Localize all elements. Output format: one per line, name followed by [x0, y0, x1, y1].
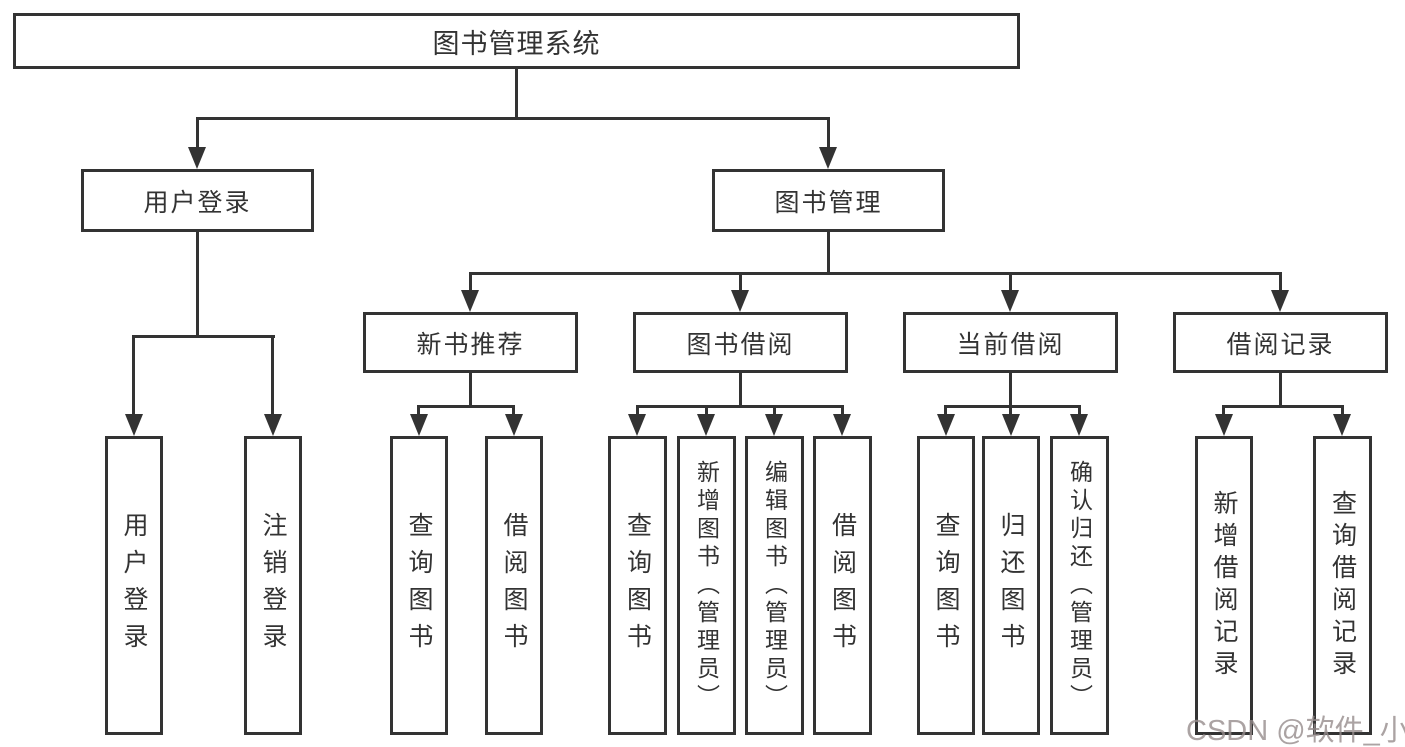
node-current-borrow: 当前借阅: [903, 312, 1118, 373]
connector-line: [773, 405, 776, 416]
csdn-watermark: CSDN @软件_小贺同学: [1186, 715, 1405, 747]
connector-line: [636, 405, 844, 408]
node-book-management: 图书管理: [712, 169, 945, 232]
arrow-down-icon: [125, 414, 143, 436]
arrow-down-icon: [264, 414, 282, 436]
connector-line: [469, 373, 472, 408]
node-user-login-action: 用户登录: [105, 436, 163, 735]
node-recommend-query-books-label: 查询图书: [405, 511, 433, 660]
connector-line: [1279, 373, 1282, 408]
node-borrow-query-books-label: 查询图书: [623, 511, 652, 660]
arrow-down-icon: [833, 414, 851, 436]
node-recommend-borrow-books-label: 借阅图书: [500, 511, 528, 660]
connector-line: [1222, 405, 1344, 408]
connector-line: [196, 232, 199, 337]
node-borrow-query-books: 查询图书: [608, 436, 667, 735]
node-library-system: 图书管理系统: [13, 13, 1020, 69]
connector-line: [417, 405, 420, 416]
node-borrow-records-label: 借阅记录: [1226, 330, 1335, 359]
arrow-down-icon: [1333, 414, 1351, 436]
connector-line: [271, 335, 274, 416]
node-query-borrow-record: 查询借阅记录: [1313, 436, 1372, 735]
arrow-down-icon: [410, 414, 428, 436]
connector-line: [512, 405, 515, 416]
arrow-down-icon: [731, 290, 749, 312]
node-user-login-label: 用户登录: [143, 188, 252, 217]
node-user-login-action-label: 用户登录: [120, 511, 148, 660]
connector-line: [739, 272, 742, 290]
connector-line: [636, 405, 639, 416]
node-book-management-label: 图书管理: [774, 188, 883, 217]
node-logout-action-label: 注销登录: [259, 511, 287, 660]
arrow-down-icon: [1002, 414, 1020, 436]
node-add-books-admin-label: 新增图书（管理员）: [693, 459, 720, 712]
connector-line: [1009, 272, 1012, 290]
connector-line: [1009, 373, 1012, 408]
arrow-down-icon: [1001, 290, 1019, 312]
node-library-system-label: 图书管理系统: [432, 28, 601, 59]
node-add-books-admin: 新增图书（管理员）: [677, 436, 736, 735]
node-current-query-books: 查询图书: [917, 436, 975, 735]
node-new-book-recommend: 新书推荐: [363, 312, 578, 373]
arrow-down-icon: [697, 414, 715, 436]
arrow-down-icon: [1070, 414, 1088, 436]
arrow-down-icon: [819, 147, 837, 169]
node-return-books: 归还图书: [982, 436, 1040, 735]
arrow-down-icon: [1271, 290, 1289, 312]
connector-line: [705, 405, 708, 416]
connector-line: [841, 405, 844, 416]
node-borrow-records: 借阅记录: [1173, 312, 1388, 373]
connector-line: [1341, 405, 1344, 416]
connector-line: [739, 373, 742, 408]
node-new-book-recommend-label: 新书推荐: [416, 330, 525, 359]
connector-line: [417, 405, 515, 408]
connector-line: [944, 405, 947, 416]
arrow-down-icon: [1215, 414, 1233, 436]
connector-line: [1078, 405, 1081, 416]
node-book-borrow-label: 图书借阅: [686, 330, 795, 359]
node-current-borrow-label: 当前借阅: [956, 330, 1065, 359]
node-query-borrow-record-label: 查询借阅记录: [1328, 489, 1357, 682]
node-current-query-books-label: 查询图书: [932, 511, 960, 660]
connector-line: [196, 117, 199, 149]
arrow-down-icon: [628, 414, 646, 436]
node-borrow-books-action-label: 借阅图书: [828, 511, 857, 660]
connector-line: [469, 272, 1282, 275]
connector-line: [1009, 405, 1012, 416]
connector-line: [1222, 405, 1225, 416]
node-logout-action: 注销登录: [244, 436, 302, 735]
connector-line: [944, 405, 1081, 408]
arrow-down-icon: [937, 414, 955, 436]
node-confirm-return-admin: 确认归还（管理员）: [1050, 436, 1109, 735]
connector-line: [196, 117, 830, 120]
arrow-down-icon: [188, 147, 206, 169]
arrow-down-icon: [461, 290, 479, 312]
node-recommend-borrow-books: 借阅图书: [485, 436, 543, 735]
connector-line: [827, 232, 830, 274]
connector-line: [515, 69, 518, 118]
connector-line: [132, 335, 135, 416]
connector-line: [132, 335, 275, 338]
node-user-login: 用户登录: [81, 169, 314, 232]
node-add-borrow-record: 新增借阅记录: [1195, 436, 1253, 735]
arrow-down-icon: [505, 414, 523, 436]
connector-line: [1279, 272, 1282, 290]
node-return-books-label: 归还图书: [997, 511, 1025, 660]
node-edit-books-admin: 编辑图书（管理员）: [745, 436, 804, 735]
connector-line: [827, 117, 830, 149]
node-confirm-return-admin-label: 确认归还（管理员）: [1066, 459, 1093, 712]
node-borrow-books-action: 借阅图书: [813, 436, 872, 735]
node-book-borrow: 图书借阅: [633, 312, 848, 373]
node-recommend-query-books: 查询图书: [390, 436, 448, 735]
arrow-down-icon: [765, 414, 783, 436]
node-add-borrow-record-label: 新增借阅记录: [1210, 489, 1238, 682]
connector-line: [469, 272, 472, 290]
node-edit-books-admin-label: 编辑图书（管理员）: [761, 459, 788, 712]
